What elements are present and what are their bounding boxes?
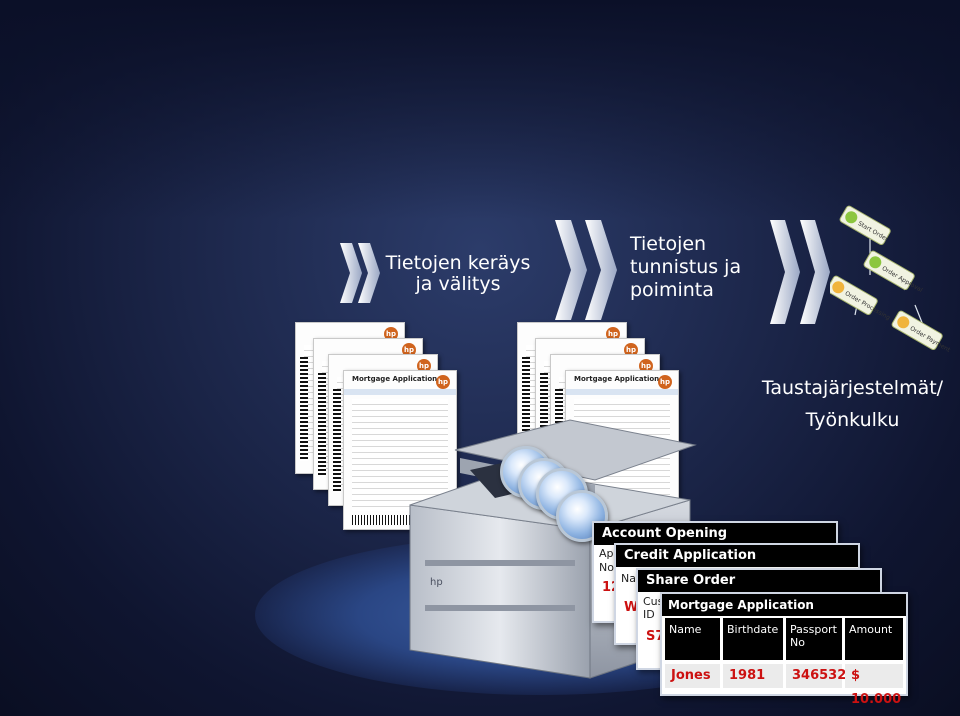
- top-fade: [0, 0, 960, 220]
- chevron-arrow-icon-2: [555, 220, 621, 320]
- step3-line1: Taustajärjestelmät/: [760, 372, 945, 404]
- column-header: Name: [665, 618, 720, 660]
- chevron-arrow-icon-1: [340, 243, 380, 303]
- column-header: Passport No: [786, 618, 842, 660]
- workflow-diagram: Start Order Order Approval Order Process…: [830, 195, 955, 360]
- step-label-collection: Tietojen keräys ja välitys: [378, 253, 538, 295]
- form-title: Credit Application: [616, 545, 858, 567]
- table-header-row: Name Birthdate Passport No Amount: [665, 618, 903, 660]
- form-field-fragment: No: [599, 561, 614, 574]
- form-field-fragment: ID: [643, 608, 655, 621]
- step2-line2: tunnistus ja: [630, 256, 741, 279]
- workflow-node-approval: Order Approval: [863, 250, 927, 298]
- step1-line1: Tietojen keräys: [378, 253, 538, 274]
- step-label-backend: Taustajärjestelmät/ Työnkulku: [760, 372, 945, 436]
- form-title: Account Opening: [594, 523, 836, 545]
- svg-text:hp: hp: [430, 577, 443, 588]
- workflow-node-payment: Order Payment: [891, 310, 955, 358]
- form-mortgage-application: Mortgage Application Name Birthdate Pass…: [660, 592, 908, 696]
- hp-logo-icon: hp: [658, 375, 672, 389]
- table-cell: 346532: [786, 664, 842, 688]
- form-field-fragment: Ap: [599, 547, 614, 560]
- table-cell: Jones: [665, 664, 720, 688]
- form-title: Mortgage Application: [662, 594, 906, 616]
- table-cell: $ 10.000: [845, 664, 903, 688]
- hp-logo-icon: hp: [436, 375, 450, 389]
- form-field-fragment: Na: [621, 572, 636, 585]
- document-title: Mortgage Application: [352, 375, 437, 383]
- column-header: Amount: [845, 618, 903, 660]
- workflow-node-processing: Order Processing: [830, 275, 895, 325]
- step3-line2: Työnkulku: [760, 404, 945, 436]
- step2-line3: poiminta: [630, 279, 741, 302]
- step-label-recognition: Tietojen tunnistus ja poiminta: [630, 233, 741, 302]
- chevron-arrow-icon-3: [770, 220, 834, 324]
- workflow-node-start: Start Order: [839, 205, 893, 247]
- step1-line2: ja välitys: [378, 274, 538, 295]
- form-title: Share Order: [638, 570, 880, 592]
- step2-line1: Tietojen: [630, 233, 741, 256]
- column-header: Birthdate: [723, 618, 783, 660]
- document-title: Mortgage Application: [574, 375, 659, 383]
- table-cell: 1981: [723, 664, 783, 688]
- table-row: Jones 1981 346532 $ 10.000: [665, 664, 903, 688]
